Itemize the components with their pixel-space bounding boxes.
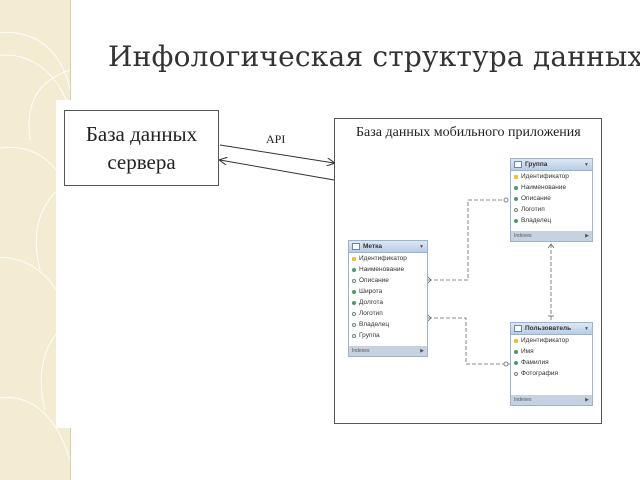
table-field: Фотография bbox=[511, 368, 592, 379]
field-name: Владелец bbox=[521, 217, 552, 224]
table-group-footer: Indexes ▶ bbox=[511, 231, 592, 241]
table-user: Пользователь ▼ Идентификатор Имя Фамилия… bbox=[510, 322, 593, 406]
field-icon bbox=[514, 196, 518, 201]
field-name: Логотип bbox=[359, 310, 383, 317]
table-tag-header: Метка ▼ bbox=[349, 241, 427, 253]
table-field: Фамилия bbox=[511, 357, 592, 368]
field-name: Широта bbox=[359, 288, 383, 295]
table-field: Описание bbox=[349, 275, 427, 286]
table-group: Группа ▼ Идентификатор Наименование Опис… bbox=[510, 158, 593, 242]
field-name: Фамилия bbox=[521, 359, 549, 366]
field-icon bbox=[352, 267, 356, 272]
field-name: Описание bbox=[359, 277, 389, 284]
primary-key-icon bbox=[514, 338, 518, 343]
field-icon bbox=[514, 218, 518, 223]
server-database-label-line2: сервера bbox=[107, 150, 176, 174]
table-tag: Метка ▼ Идентификатор Наименование Описа… bbox=[348, 240, 428, 357]
primary-key-icon bbox=[352, 256, 356, 261]
field-icon bbox=[514, 185, 518, 190]
table-icon bbox=[514, 325, 522, 332]
api-arrow-to-server bbox=[220, 160, 335, 181]
table-field: Владелец bbox=[349, 319, 427, 330]
field-name: Группа bbox=[359, 332, 380, 339]
chevron-down-icon: ▼ bbox=[584, 325, 589, 332]
field-name: Владелец bbox=[359, 321, 390, 328]
field-icon bbox=[514, 349, 518, 354]
relation-tag-user bbox=[428, 317, 510, 365]
field-icon bbox=[514, 360, 518, 365]
chevron-right-icon: ▶ bbox=[585, 233, 589, 239]
field-name: Идентификатор bbox=[359, 255, 407, 262]
table-field: Имя bbox=[511, 346, 592, 357]
table-field: Идентификатор bbox=[511, 171, 592, 182]
table-field: Долгота bbox=[349, 297, 427, 308]
api-label: API bbox=[266, 132, 286, 146]
table-user-footer: Indexes ▶ bbox=[511, 395, 592, 405]
field-name: Фотография bbox=[521, 370, 559, 377]
table-field: Владелец bbox=[511, 215, 592, 226]
table-field: Широта bbox=[349, 286, 427, 297]
table-field: Наименование bbox=[349, 264, 427, 275]
field-name: Логотип bbox=[521, 206, 545, 213]
table-group-name: Группа bbox=[525, 161, 548, 168]
indexes-label: Indexes bbox=[514, 397, 532, 403]
table-field: Описание bbox=[511, 193, 592, 204]
table-user-header: Пользователь ▼ bbox=[511, 323, 592, 335]
mobile-database-title: База данных мобильного приложения bbox=[356, 125, 581, 140]
server-database-box: База данных сервера bbox=[64, 110, 219, 186]
table-field: Логотип bbox=[349, 308, 427, 319]
relation-tag-group bbox=[428, 199, 510, 281]
field-name: Наименование bbox=[359, 266, 405, 273]
field-icon bbox=[352, 300, 356, 305]
table-field: Наименование bbox=[511, 182, 592, 193]
slide-title: Инфологическая структура данных bbox=[108, 40, 640, 73]
field-icon bbox=[352, 289, 356, 294]
server-database-label-line1: База данных bbox=[85, 122, 198, 146]
chevron-right-icon: ▶ bbox=[585, 397, 589, 403]
table-field: Идентификатор bbox=[349, 253, 427, 264]
field-name: Имя bbox=[521, 348, 534, 355]
table-group-header: Группа ▼ bbox=[511, 159, 592, 171]
chevron-down-icon: ▼ bbox=[419, 243, 424, 250]
table-tag-footer: Indexes ▶ bbox=[349, 346, 427, 356]
nullable-field-icon bbox=[514, 371, 518, 376]
table-user-name: Пользователь bbox=[525, 325, 572, 332]
api-arrow-to-mobile bbox=[219, 144, 334, 163]
field-name: Наименование bbox=[521, 184, 567, 191]
nullable-field-icon bbox=[352, 278, 356, 283]
field-name: Долгота bbox=[359, 299, 383, 306]
table-icon bbox=[352, 243, 360, 250]
field-name: Описание bbox=[521, 195, 551, 202]
field-name: Идентификатор bbox=[521, 173, 569, 180]
table-field: Идентификатор bbox=[511, 335, 592, 346]
field-name: Идентификатор bbox=[521, 337, 569, 344]
indexes-label: Indexes bbox=[514, 233, 532, 239]
primary-key-icon bbox=[514, 174, 518, 179]
chevron-down-icon: ▼ bbox=[584, 161, 589, 168]
nullable-field-icon bbox=[352, 311, 356, 316]
nullable-field-icon bbox=[352, 322, 356, 327]
table-field: Группа bbox=[349, 330, 427, 341]
table-field: Логотип bbox=[511, 204, 592, 215]
table-icon bbox=[514, 161, 522, 168]
nullable-field-icon bbox=[352, 333, 356, 338]
chevron-right-icon: ▶ bbox=[420, 348, 424, 354]
table-tag-name: Метка bbox=[363, 243, 382, 250]
indexes-label: Indexes bbox=[352, 348, 370, 354]
nullable-field-icon bbox=[514, 207, 518, 212]
